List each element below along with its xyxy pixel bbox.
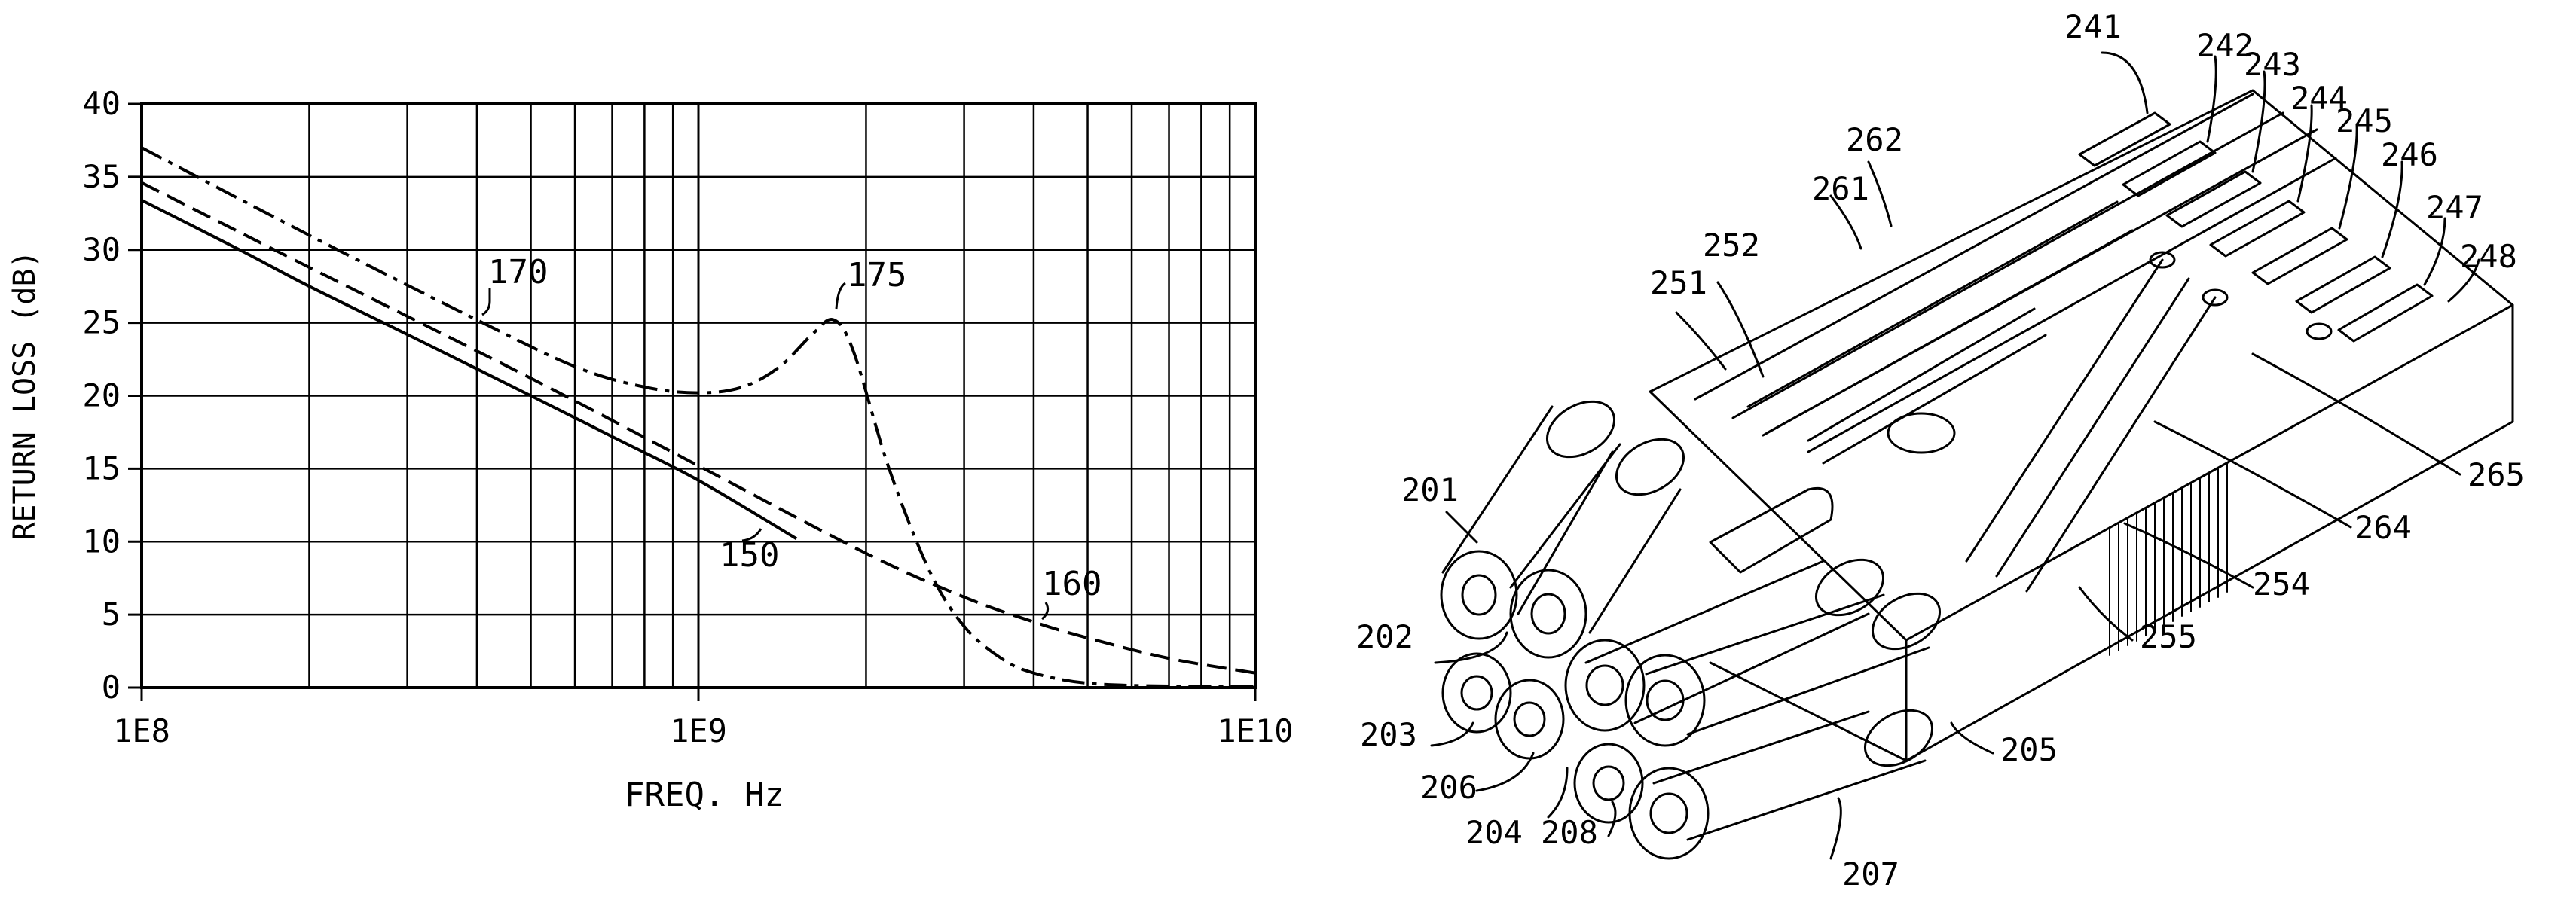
label-255: 255	[2140, 618, 2197, 655]
coax-206	[1496, 680, 1563, 758]
tick-labels: 0 5 10 15 20 25 30 35 40 1E8 1E9 1E10	[82, 85, 1293, 749]
label-265: 265	[2468, 456, 2525, 493]
coax-207	[1630, 699, 1942, 859]
base-block-side	[1710, 663, 1906, 761]
label-245: 245	[2336, 102, 2393, 139]
y-tick-label: 25	[82, 304, 121, 341]
label-243: 243	[2244, 46, 2301, 83]
label-262: 262	[1846, 121, 1903, 158]
x-tick-label: 1E9	[670, 712, 727, 749]
signal-traces	[1695, 94, 2336, 591]
y-tick-label: 35	[82, 158, 121, 195]
label-207: 207	[1842, 856, 1899, 892]
x-tick-label: 1E8	[113, 712, 170, 749]
y-tick-label: 5	[102, 596, 121, 633]
label-206: 206	[1420, 769, 1477, 806]
annotation-150: 150	[720, 536, 779, 575]
y-tick-label: 30	[82, 231, 121, 268]
leader-160	[1042, 602, 1048, 619]
label-264: 264	[2354, 509, 2412, 546]
label-204: 204	[1465, 814, 1523, 851]
via	[2307, 324, 2331, 339]
y-tick-label: 40	[82, 85, 121, 122]
leader-175	[836, 283, 845, 309]
return-loss-chart: 0 5 10 15 20 25 30 35 40 1E8 1E9 1E10 170 175 150 1…	[8, 85, 1294, 814]
y-tick-label: 10	[82, 523, 121, 560]
coax-205	[1626, 582, 1950, 746]
label-261: 261	[1812, 170, 1869, 207]
coax-202	[1511, 428, 1694, 657]
label-203: 203	[1360, 716, 1417, 753]
block-slot	[1710, 488, 1832, 572]
x-axis-label: FREQ. Hz	[625, 776, 784, 814]
label-246: 246	[2381, 136, 2438, 173]
leader-170	[482, 288, 490, 315]
coax-204	[1566, 548, 1893, 730]
coax-201	[1441, 390, 1624, 639]
y-tick-label: 0	[102, 669, 121, 706]
label-205: 205	[2000, 731, 2058, 768]
rear-cable-a	[1748, 202, 2132, 435]
coax-208	[1575, 744, 1642, 822]
label-247: 247	[2426, 189, 2483, 226]
drawing-labels: 241 242 243 244 245 246 247 248 262 261 …	[1356, 8, 2525, 892]
label-202: 202	[1356, 618, 1413, 655]
label-248: 248	[2460, 238, 2517, 275]
y-tick-label: 20	[82, 377, 121, 414]
y-tick-label: 15	[82, 450, 121, 486]
connector-drawing: 241 242 243 244 245 246 247 248 262 261 …	[1356, 8, 2525, 892]
x-tick-label: 1E10	[1217, 712, 1293, 749]
coax-203	[1443, 654, 1511, 732]
annotation-175: 175	[847, 256, 906, 294]
label-241: 241	[2064, 8, 2122, 45]
annotation-170: 170	[488, 253, 548, 291]
drawing-leaders	[1432, 53, 2479, 859]
y-axis-label: RETURN LOSS (dB)	[8, 250, 42, 540]
label-252: 252	[1703, 227, 1760, 264]
label-254: 254	[2253, 566, 2310, 602]
label-201: 201	[1401, 471, 1459, 508]
label-208: 208	[1541, 814, 1598, 851]
label-251: 251	[1650, 264, 1707, 301]
annotation-160: 160	[1042, 565, 1102, 603]
